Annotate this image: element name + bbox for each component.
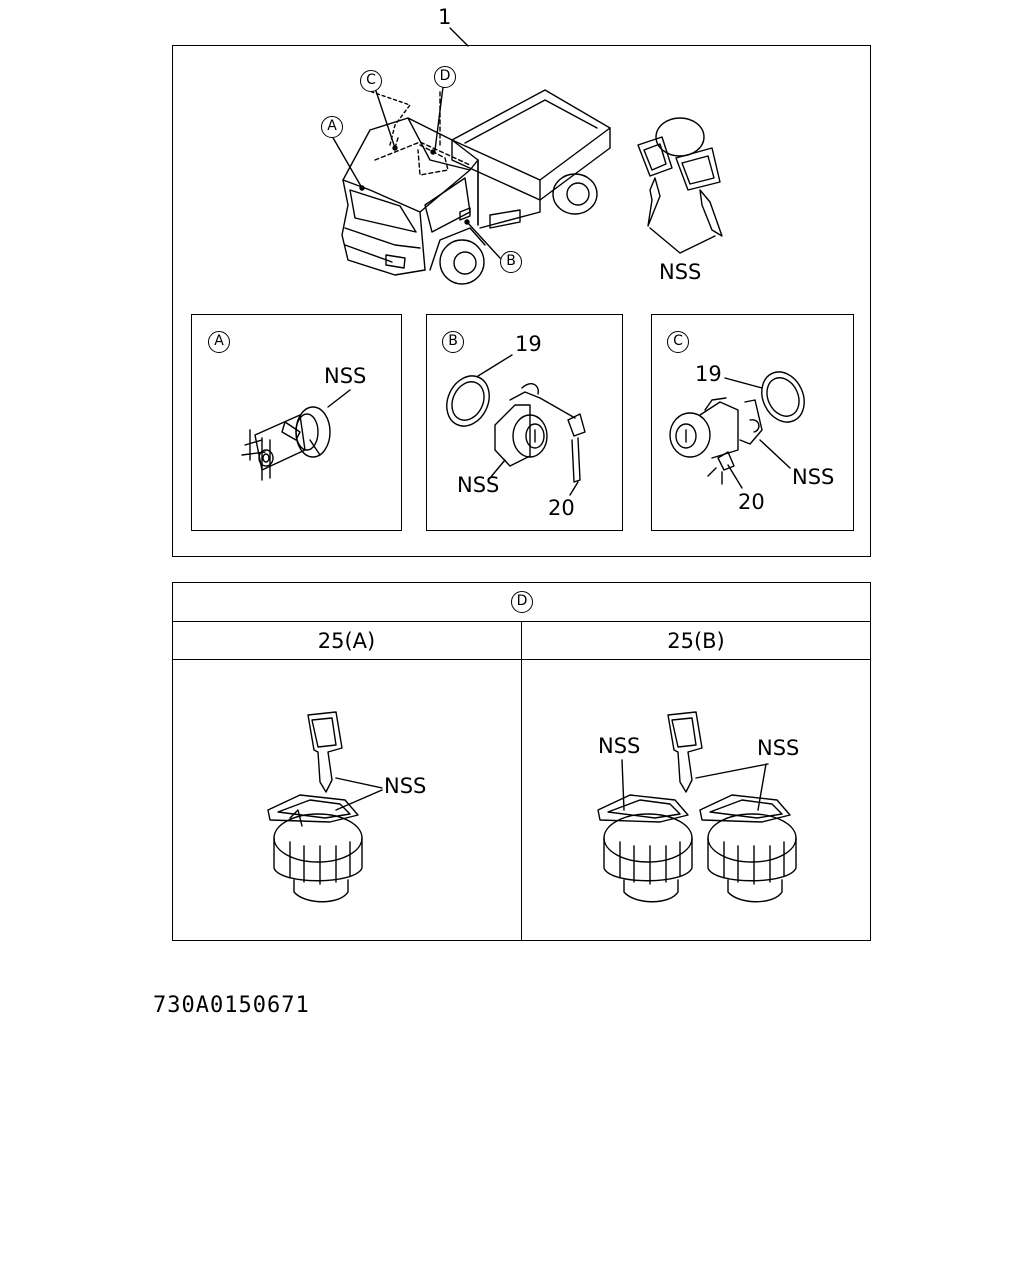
panel-b-rod-label: 20 (548, 496, 575, 520)
panel-a-lock-cylinder (241, 389, 351, 481)
panel-a-title: A (208, 331, 230, 353)
assembly-frame (172, 45, 871, 557)
panel-c-cylinder-label: NSS (792, 465, 835, 489)
assembly-leader (449, 27, 469, 47)
fuel-cap-25a-drawing (267, 711, 383, 903)
panel-c-rod-label: 20 (738, 490, 765, 514)
panel-c-title: C (667, 331, 689, 353)
panel-a-part-label: NSS (324, 364, 367, 388)
callout-d: D (434, 66, 456, 88)
image-code: 730A0150671 (153, 993, 310, 1018)
col-a-header: 25(A) (317, 629, 376, 653)
panel-c-lock-parts (669, 371, 805, 489)
col-b-label-right: NSS (757, 736, 800, 760)
truck-drawing (331, 86, 611, 285)
col-b-header: 25(B) (667, 629, 725, 653)
panel-b-ring-label: 19 (515, 332, 542, 356)
col-b-label-left: NSS (598, 734, 641, 758)
callout-b: B (500, 251, 522, 273)
col-a-label: NSS (384, 774, 427, 798)
assembly-number: 1 (438, 5, 452, 29)
table-column-divider (521, 621, 522, 941)
detail-panel-b (426, 314, 623, 531)
fuel-cap-25b-drawing (597, 711, 797, 903)
panel-c-ring-label: 19 (695, 362, 722, 386)
panel-b-cylinder-label: NSS (457, 473, 500, 497)
truck-key-pair (637, 117, 723, 254)
panel-b-title: B (442, 331, 464, 353)
table-title: D (511, 591, 533, 613)
detail-panel-c (651, 314, 854, 531)
callout-c: C (360, 70, 382, 92)
callout-a: A (321, 116, 343, 138)
truck-keys-label: NSS (659, 260, 702, 284)
detail-panel-a (191, 314, 402, 531)
panel-b-lock-parts (446, 354, 586, 496)
